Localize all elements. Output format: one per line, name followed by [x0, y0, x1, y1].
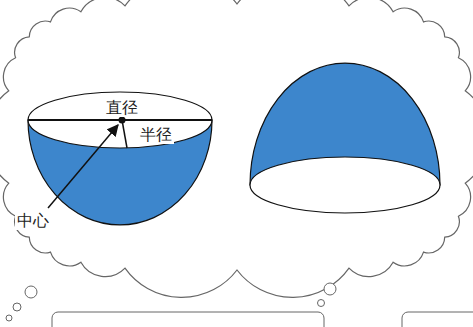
diameter-label: 直径 [104, 99, 140, 117]
thought-bubble [324, 283, 336, 295]
radius-label: 半径 [138, 126, 174, 144]
hemisphere-face [28, 92, 212, 148]
thought-cloud [0, 0, 473, 297]
cloud-outline [0, 0, 473, 297]
hemisphere-base [250, 157, 440, 213]
leader-arrow [48, 125, 118, 208]
speech-box [52, 312, 324, 327]
center-dot [119, 117, 126, 124]
radius-line [122, 120, 127, 148]
thought-bubble [318, 300, 325, 307]
thought-bubble [13, 303, 21, 311]
thought-bubble [6, 315, 12, 321]
speech-box [402, 312, 473, 327]
center-label: 中心 [15, 212, 51, 230]
thought-bubble [25, 286, 37, 298]
